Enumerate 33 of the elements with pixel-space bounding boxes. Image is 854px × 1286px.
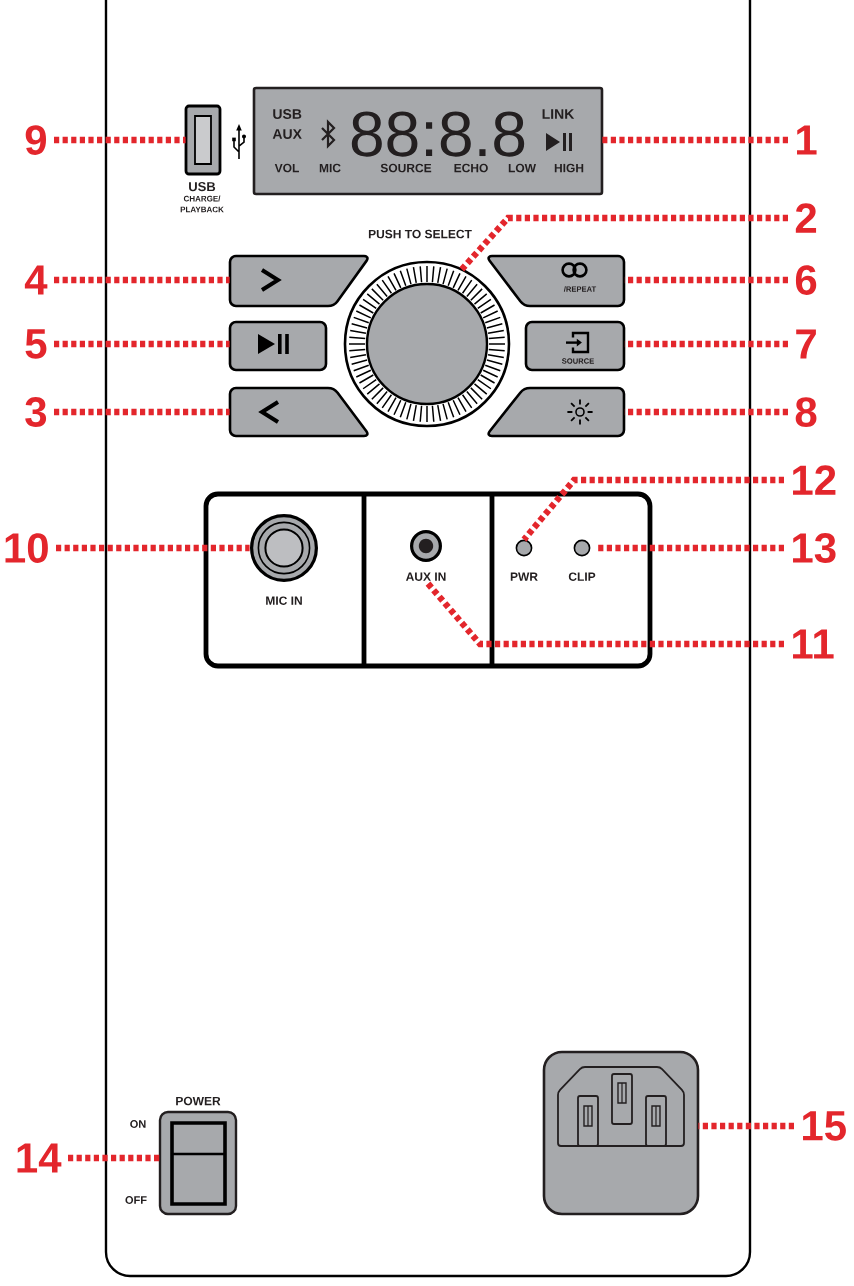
callout-number: 6	[795, 265, 817, 295]
callout-number: 8	[795, 397, 817, 427]
leader-line	[596, 544, 784, 552]
leader-line	[54, 340, 230, 348]
callout-number: 14	[17, 1143, 62, 1173]
leader-line	[54, 408, 230, 416]
power-socket	[542, 1050, 700, 1216]
leader-line	[425, 581, 784, 648]
input-panel	[203, 491, 653, 669]
leader-line	[54, 276, 230, 284]
leader-line	[459, 214, 788, 272]
callout-number: 2	[795, 203, 817, 233]
callout-number: 15	[803, 1111, 846, 1141]
callout-number: 5	[25, 329, 47, 359]
callout-number: 10	[5, 533, 48, 563]
callout-number: 7	[796, 329, 816, 359]
leader-line	[698, 1122, 794, 1130]
leader-line	[602, 136, 788, 144]
callout-number: 4	[24, 265, 48, 295]
leader-line	[521, 476, 784, 542]
leader-line	[624, 408, 788, 416]
leader-line	[624, 340, 788, 348]
callout-number: 12	[793, 465, 836, 495]
leader-line	[68, 1154, 160, 1162]
leader-line	[56, 544, 250, 552]
leader-line	[624, 276, 788, 284]
leader-line	[54, 136, 186, 144]
callout-number: 1	[797, 125, 817, 155]
node-label: 88:8.8	[351, 111, 525, 157]
callout-number: 3	[25, 397, 47, 427]
callout-number: 13	[793, 533, 836, 563]
callout-number: 11	[793, 629, 834, 659]
callout-number: 9	[25, 125, 47, 155]
